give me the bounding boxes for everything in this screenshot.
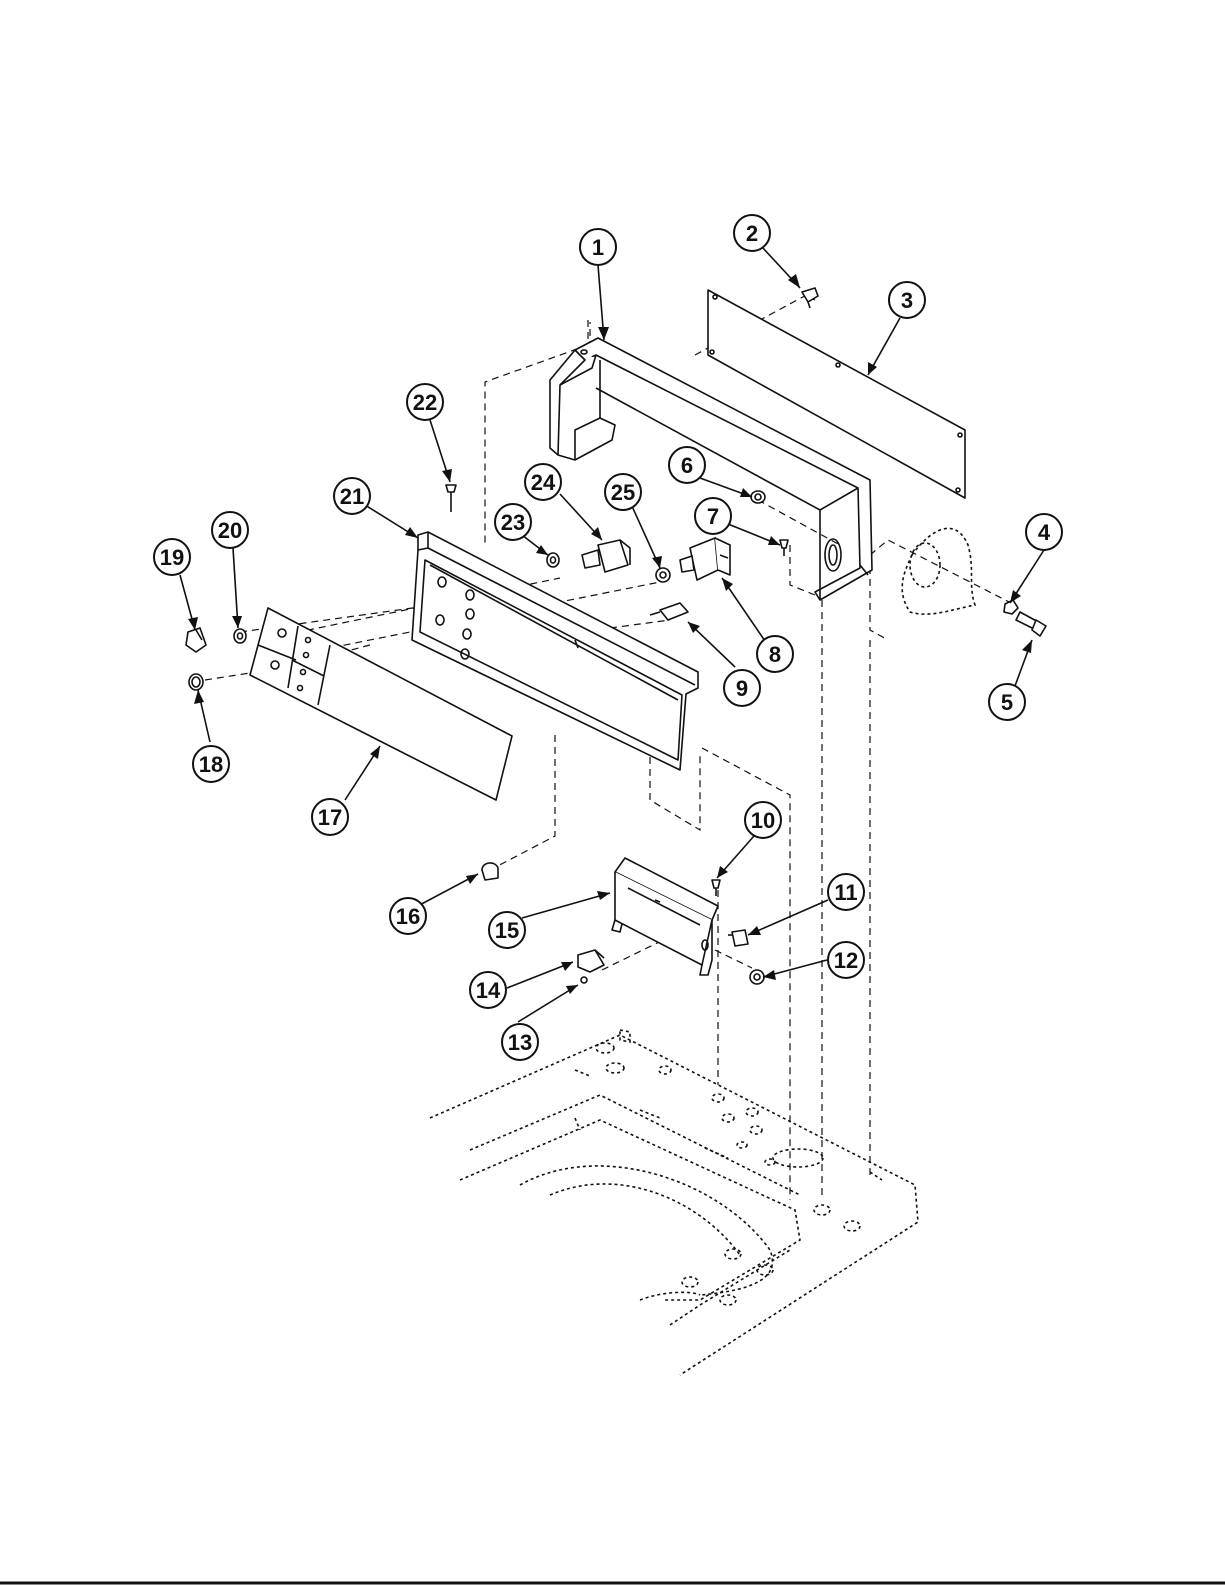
callout-label: 13 [508,1030,532,1055]
screw-2 [802,288,818,308]
callout-label: 15 [495,918,519,943]
screw-22 [446,485,456,512]
lamp-9 [650,603,688,620]
callout-label: 17 [318,805,342,830]
callout-7: 7 [695,498,731,534]
washer-23 [547,553,559,567]
callout-label: 7 [707,504,719,529]
callout-17: 17 [312,799,348,835]
callout-24: 24 [525,464,561,500]
callout-label: 10 [751,808,775,833]
callout-11: 11 [828,874,864,910]
callout-18: 18 [193,746,229,782]
callout-19: 19 [154,539,190,575]
callout-8: 8 [757,636,793,672]
bolt-5 [1016,612,1046,636]
callout-label: 5 [1001,690,1013,715]
switch-8 [680,538,730,580]
callout-label: 8 [769,642,781,667]
callout-label: 16 [396,904,420,929]
callout-20: 20 [212,512,248,548]
callout-label: 23 [501,510,525,535]
callout-15: 15 [489,912,525,948]
callout-label: 24 [531,470,556,495]
callout-label: 11 [834,880,857,905]
callout-3: 3 [889,282,925,318]
screw-10 [712,880,720,896]
callout-label: 18 [199,752,223,777]
callout-label: 12 [834,948,858,973]
dryer-top-base [430,1030,918,1375]
foot-16 [482,863,498,880]
sensor-14 [578,950,604,972]
callout-label: 6 [681,453,693,478]
callout-23: 23 [495,504,531,540]
bushing-12 [750,970,764,984]
callout-10: 10 [745,802,781,838]
callout-16: 16 [390,898,426,934]
callout-label: 2 [746,221,758,246]
callout-label: 1 [592,235,604,260]
callout-label: 3 [901,288,913,313]
callout-label: 25 [611,480,635,505]
callout-label: 22 [413,390,437,415]
callout-9: 9 [724,670,760,706]
screw-13 [581,977,587,983]
switch-24 [582,540,630,572]
callout-13: 13 [502,1024,538,1060]
callout-21: 21 [334,478,370,514]
callout-6: 6 [669,447,705,483]
clip-11 [728,930,748,946]
callout-label: 19 [160,545,184,570]
screw-7 [780,540,788,556]
callout-4: 4 [1026,514,1062,550]
callout-label: 20 [218,518,242,543]
spring-18 [189,674,203,690]
knob-19 [186,628,206,652]
callout-label: 21 [340,484,364,509]
ring-25 [656,568,670,582]
callout-22: 22 [407,384,443,420]
callout-14: 14 [470,972,506,1008]
callout-2: 2 [734,215,770,251]
washer-20 [234,629,246,643]
callout-label: 14 [476,978,501,1003]
callout-label: 4 [1038,520,1051,545]
callout-1: 1 [580,229,616,265]
callout-5: 5 [989,684,1025,720]
callout-12: 12 [828,942,864,978]
callout-25: 25 [605,474,641,510]
cabinet-cutaway [902,528,975,614]
grommet-6 [751,491,765,503]
callout-label: 9 [736,676,748,701]
